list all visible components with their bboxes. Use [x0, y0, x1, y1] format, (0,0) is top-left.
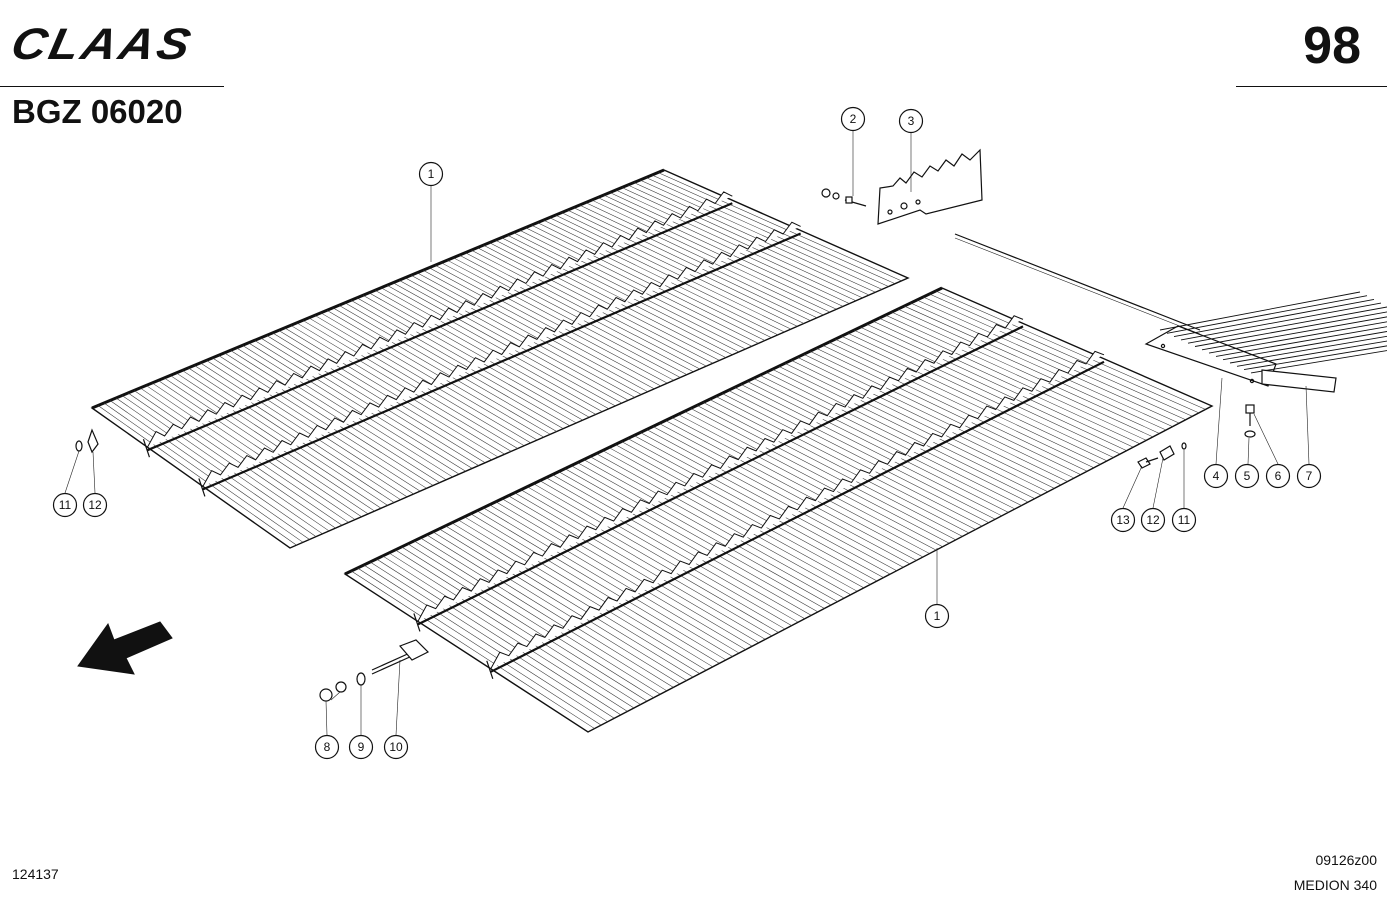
svg-text:6: 6: [1275, 469, 1282, 483]
callout-12-left: 12: [82, 492, 108, 518]
rod-part: [954, 233, 1201, 335]
fasteners-8-9-10-part: [319, 639, 430, 702]
fasteners-13-12-11-part: [1137, 442, 1187, 469]
callout-7: 7: [1296, 463, 1322, 489]
callout-4: 4: [1203, 463, 1229, 489]
page-number: 98: [1303, 17, 1361, 75]
reference-code: 09126z00: [1315, 852, 1377, 868]
svg-text:1: 1: [428, 167, 435, 181]
sieve-panels: [90, 168, 1214, 733]
svg-text:3: 3: [908, 114, 915, 128]
svg-text:5: 5: [1244, 469, 1251, 483]
svg-text:9: 9: [358, 740, 365, 754]
callout-5: 5: [1234, 463, 1260, 489]
callout-12-right: 12: [1140, 507, 1166, 533]
callout-10: 10: [383, 734, 409, 760]
callout-3: 3: [898, 108, 924, 134]
svg-text:8: 8: [324, 740, 331, 754]
callout-11-left: 11: [52, 492, 78, 518]
callout-6: 6: [1265, 463, 1291, 489]
header-right-rule: [1236, 86, 1387, 87]
svg-text:11: 11: [1178, 513, 1191, 527]
svg-text:7: 7: [1306, 469, 1313, 483]
finger-plate-3-part: [877, 148, 983, 225]
callout-1-upper: 1: [418, 161, 444, 187]
bolt-2-part: [821, 188, 867, 207]
svg-text:13: 13: [1116, 513, 1130, 527]
comb-tines: [1159, 291, 1387, 374]
screw-6-part: [1245, 404, 1255, 426]
washer-5-part: [1244, 430, 1256, 438]
sieve-panel-upper: [90, 168, 910, 549]
sieve-panel-lower: [343, 286, 1214, 733]
travel-direction-arrow: [77, 621, 173, 675]
callout-11-right: 11: [1171, 507, 1197, 533]
svg-text:12: 12: [1146, 513, 1160, 527]
callout-8: 8: [314, 734, 340, 760]
drawing-number: 124137: [12, 866, 59, 882]
group-code: BGZ 06020: [12, 93, 183, 130]
svg-text:4: 4: [1213, 469, 1220, 483]
callout-1-lower: 1: [924, 603, 950, 629]
header-left-rule: [0, 86, 224, 87]
svg-text:1: 1: [934, 609, 941, 623]
footer-codes: 09126z00 MEDION 340: [1294, 848, 1377, 898]
callout-9: 9: [348, 734, 374, 760]
callout-2: 2: [840, 106, 866, 132]
fasteners-11-12-left-part: [75, 428, 99, 454]
svg-text:12: 12: [88, 498, 102, 512]
model-name: MEDION 340: [1293, 877, 1377, 893]
svg-text:11: 11: [59, 498, 72, 512]
svg-text:10: 10: [389, 740, 403, 754]
comb-4-7-part: [1144, 291, 1387, 393]
callout-13: 13: [1110, 507, 1136, 533]
leader-lines: [64, 131, 1310, 736]
svg-text:2: 2: [850, 112, 857, 126]
